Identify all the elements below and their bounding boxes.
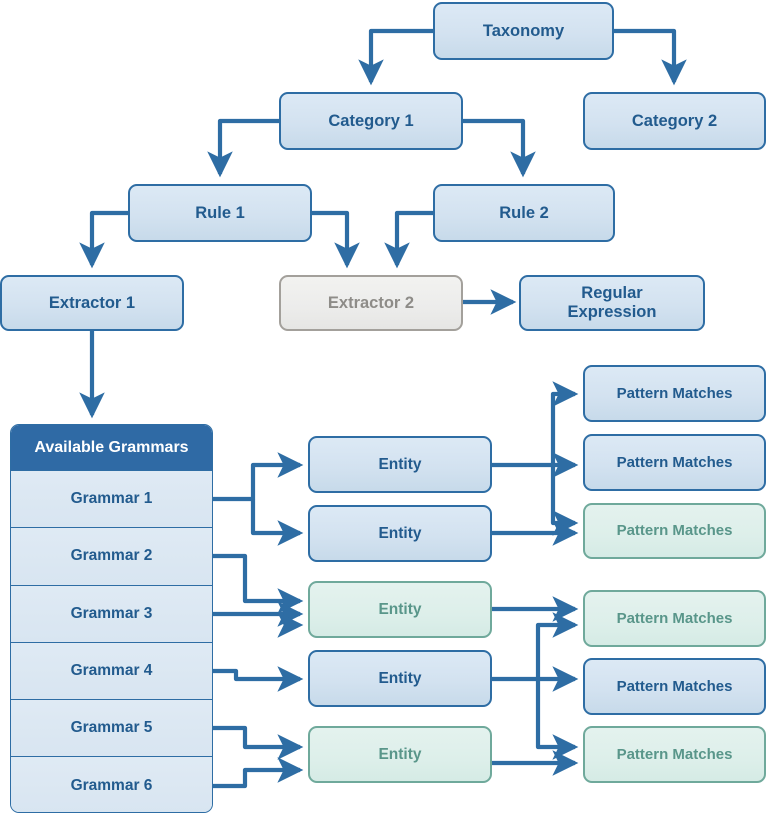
node-entity-5-label: Entity xyxy=(378,745,422,763)
node-category-2[interactable]: Category 2 xyxy=(583,92,766,150)
node-category-2-label: Category 2 xyxy=(631,111,718,130)
grammar-row-2[interactable]: Grammar 2 xyxy=(11,527,212,585)
node-rule-2[interactable]: Rule 2 xyxy=(433,184,615,242)
grammar-row-3-label: Grammar 3 xyxy=(70,604,153,622)
node-category-1[interactable]: Category 1 xyxy=(279,92,463,150)
node-entity-3[interactable]: Entity xyxy=(308,581,492,638)
node-regular-expression-label-line-2: Expression xyxy=(567,303,657,321)
grammar-row-2-label: Grammar 2 xyxy=(70,547,153,565)
node-rule-2-label: Rule 2 xyxy=(499,203,549,222)
node-extractor-1[interactable]: Extractor 1 xyxy=(0,275,184,331)
node-pattern-matches-1-label: Pattern Matches xyxy=(616,384,733,402)
node-pattern-matches-2-label: Pattern Matches xyxy=(616,453,733,471)
node-pattern-matches-2[interactable]: Pattern Matches xyxy=(583,434,766,491)
node-rule-1-label: Rule 1 xyxy=(195,203,245,222)
node-pattern-matches-3[interactable]: Pattern Matches xyxy=(583,503,766,559)
grammar-row-1[interactable]: Grammar 1 xyxy=(11,470,212,528)
node-pattern-matches-4-label: Pattern Matches xyxy=(616,609,733,627)
node-entity-4-label: Entity xyxy=(378,669,422,687)
node-entity-2-label: Entity xyxy=(378,524,422,542)
available-grammars-table: Available Grammars Grammar 1 Grammar 2 G… xyxy=(10,424,213,813)
node-entity-2[interactable]: Entity xyxy=(308,505,492,562)
grammar-row-6-label: Grammar 6 xyxy=(70,776,153,794)
grammar-row-5[interactable]: Grammar 5 xyxy=(11,699,212,757)
node-pattern-matches-3-label: Pattern Matches xyxy=(616,522,733,540)
node-category-1-label: Category 1 xyxy=(328,111,414,130)
node-pattern-matches-5-label: Pattern Matches xyxy=(616,677,733,695)
grammar-row-5-label: Grammar 5 xyxy=(70,719,153,737)
node-pattern-matches-4[interactable]: Pattern Matches xyxy=(583,590,766,647)
node-pattern-matches-6-label: Pattern Matches xyxy=(616,745,733,763)
node-rule-1[interactable]: Rule 1 xyxy=(128,184,312,242)
available-grammars-header: Available Grammars xyxy=(11,425,212,470)
node-taxonomy-label: Taxonomy xyxy=(482,21,565,40)
grammar-row-4-label: Grammar 4 xyxy=(70,662,153,680)
node-entity-1[interactable]: Entity xyxy=(308,436,492,493)
node-extractor-2-label: Extractor 2 xyxy=(327,293,415,312)
node-pattern-matches-5[interactable]: Pattern Matches xyxy=(583,658,766,715)
node-entity-1-label: Entity xyxy=(378,455,422,473)
node-regular-expression[interactable]: Regular Expression xyxy=(519,275,705,331)
node-regular-expression-label-line-1: Regular xyxy=(581,284,643,303)
grammar-row-1-label: Grammar 1 xyxy=(70,490,153,508)
grammar-row-4[interactable]: Grammar 4 xyxy=(11,641,212,700)
node-pattern-matches-6[interactable]: Pattern Matches xyxy=(583,726,766,783)
node-entity-3-label: Entity xyxy=(378,600,422,618)
node-entity-5[interactable]: Entity xyxy=(308,726,492,783)
node-pattern-matches-1[interactable]: Pattern Matches xyxy=(583,365,766,422)
grammar-row-6[interactable]: Grammar 6 xyxy=(11,756,212,812)
node-extractor-1-label: Extractor 1 xyxy=(48,293,136,312)
node-extractor-2[interactable]: Extractor 2 xyxy=(279,275,463,331)
node-taxonomy[interactable]: Taxonomy xyxy=(433,2,614,60)
grammar-row-3[interactable]: Grammar 3 xyxy=(11,584,212,642)
node-entity-4[interactable]: Entity xyxy=(308,650,492,707)
